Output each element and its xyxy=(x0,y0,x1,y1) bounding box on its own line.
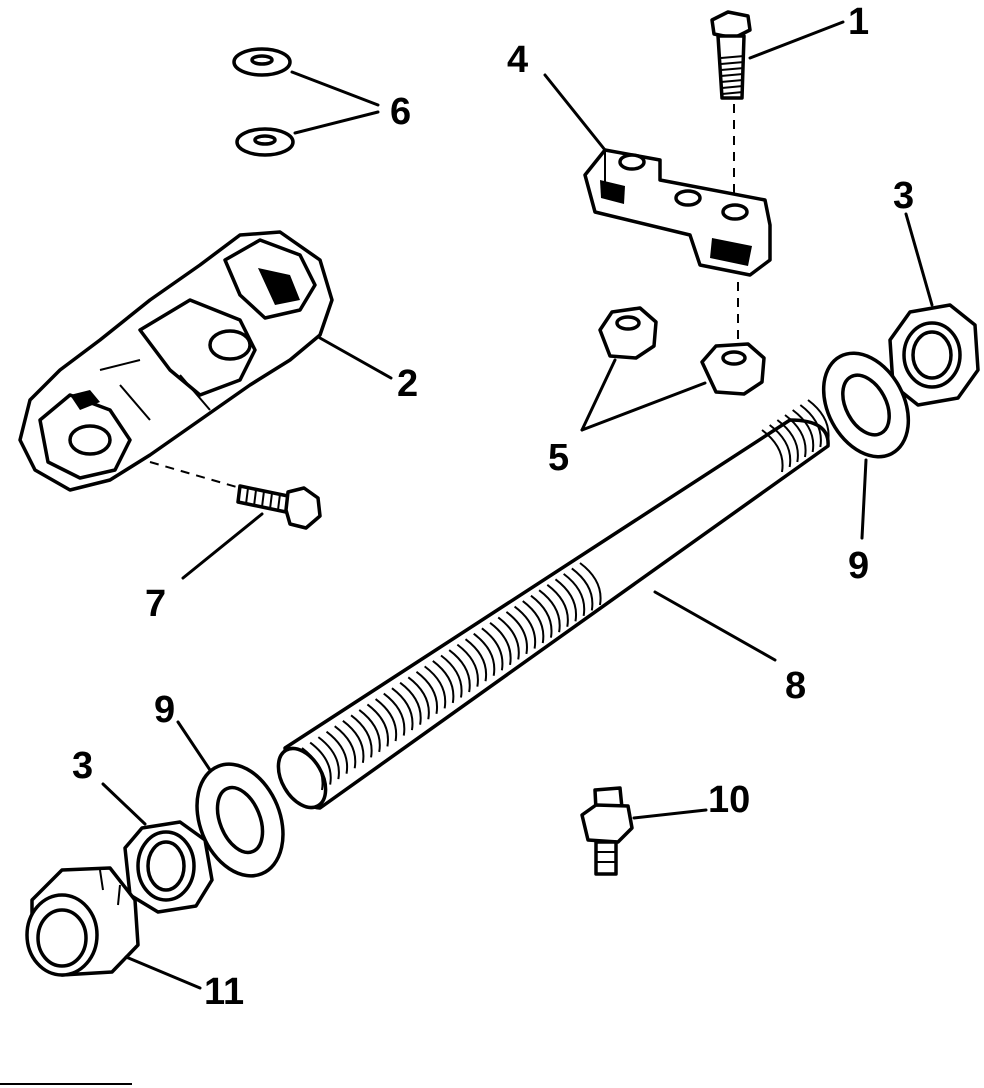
leader-9-upper xyxy=(860,458,868,540)
leader-2 xyxy=(318,336,393,380)
callout-11: 11 xyxy=(204,971,244,1013)
washer-9-upper xyxy=(821,351,911,459)
callout-8: 8 xyxy=(785,665,806,707)
leader-4 xyxy=(543,73,607,152)
callout-1: 1 xyxy=(848,1,869,43)
washer-6-upper xyxy=(232,47,292,77)
bracket-4 xyxy=(583,148,772,277)
nut-3-upper xyxy=(888,303,980,407)
leader-9-lower xyxy=(176,720,212,772)
leader-7 xyxy=(181,512,264,580)
washer-9-lower xyxy=(195,762,285,878)
callout-4: 4 xyxy=(507,39,528,81)
leader-6-lower xyxy=(293,110,380,135)
assembly-line-7 xyxy=(149,461,241,489)
nut-5-right xyxy=(700,342,766,396)
shaft-8 xyxy=(276,399,830,810)
callout-10: 10 xyxy=(708,779,750,821)
callout-9-upper: 9 xyxy=(848,545,869,587)
washer-6-lower xyxy=(235,127,295,157)
callout-3-lower: 3 xyxy=(72,745,93,787)
leader-11 xyxy=(124,955,202,990)
callout-9-lower: 9 xyxy=(154,689,175,731)
leader-6-upper xyxy=(290,70,380,107)
callout-7: 7 xyxy=(145,583,166,625)
leader-5-right xyxy=(580,381,707,432)
leader-8 xyxy=(653,590,777,662)
leader-5-left xyxy=(580,358,617,432)
nut-3-lower xyxy=(123,820,214,914)
fitting-10 xyxy=(580,786,634,876)
cap-nut-11 xyxy=(25,866,140,977)
nut-5-left xyxy=(598,306,658,360)
leader-3-lower xyxy=(101,782,147,826)
callout-5: 5 xyxy=(548,437,569,479)
screw-7 xyxy=(236,484,322,530)
bolt-1 xyxy=(710,10,752,100)
callout-3-upper: 3 xyxy=(893,175,914,217)
leader-10 xyxy=(632,808,708,820)
callout-6: 6 xyxy=(390,91,411,133)
leader-3-upper xyxy=(904,212,934,307)
callout-2: 2 xyxy=(397,363,418,405)
coupler-2 xyxy=(18,230,334,492)
leader-1 xyxy=(748,20,845,60)
